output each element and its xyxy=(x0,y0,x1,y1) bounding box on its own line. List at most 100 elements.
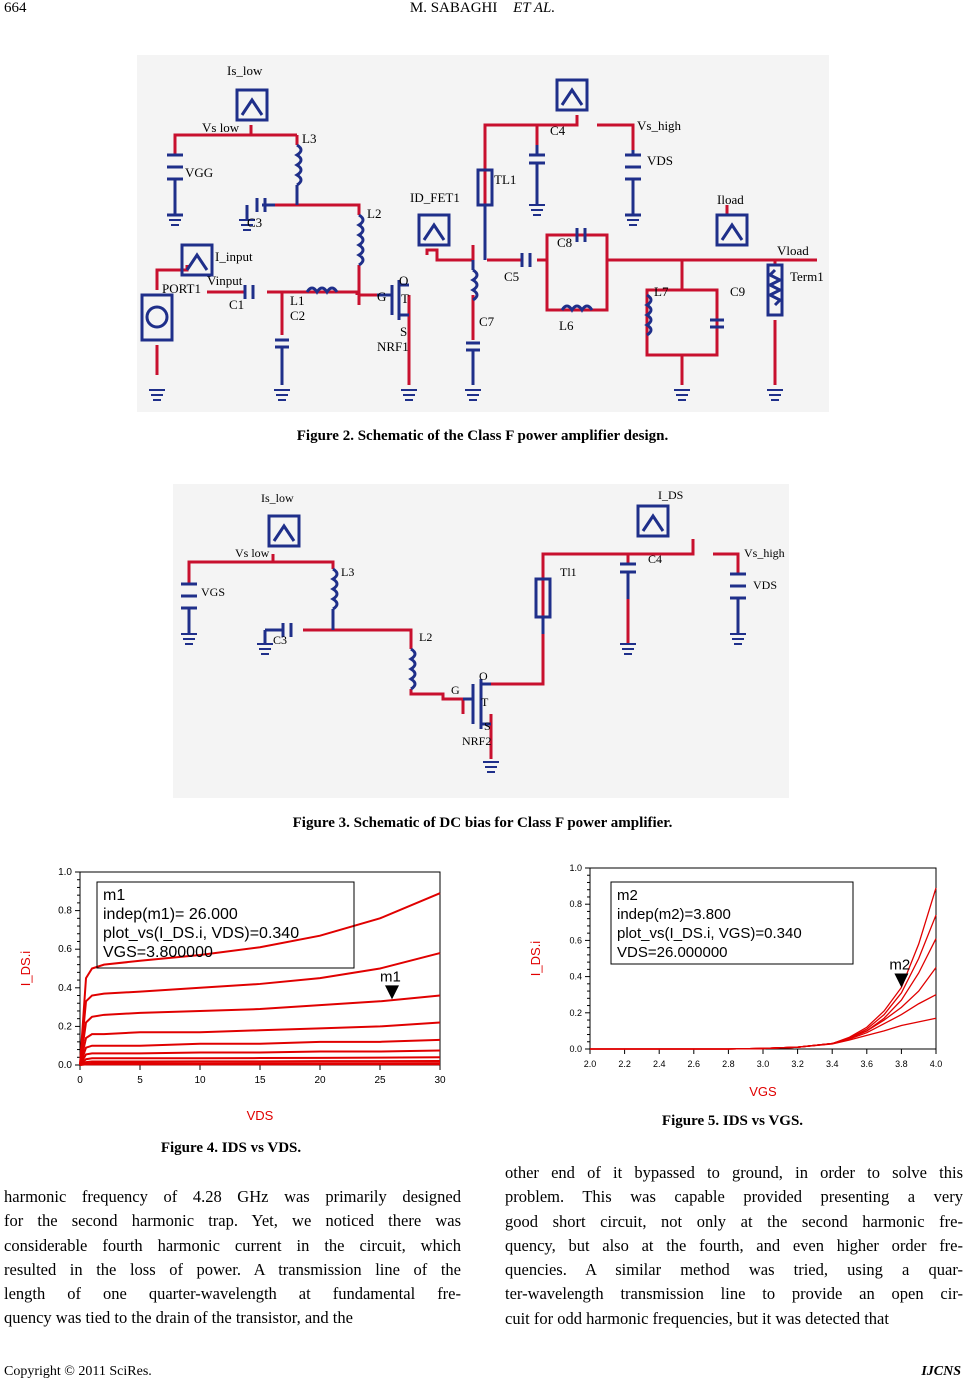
label-l6: L6 xyxy=(559,318,574,333)
label-iload: Iload xyxy=(717,192,744,207)
label-c2: C2 xyxy=(290,308,305,323)
label-port1: PORT1 xyxy=(162,281,201,296)
figure3-schematic: Is_low Vs low L3 VGS C3 L2 I_DS Tl1 C4 V… xyxy=(173,484,789,798)
y-tick-label: 0.0 xyxy=(58,1060,72,1071)
label-l2: L2 xyxy=(419,630,432,644)
figure2-caption: Figure 2. Schematic of the Class F power… xyxy=(296,428,669,444)
label-s: S xyxy=(400,324,407,339)
right-column-line: quency, but also at the fourth, and even… xyxy=(505,1235,963,1255)
marker-readout-line: plot_vs(I_DS.i, VDS)=0.340 xyxy=(103,925,299,942)
label-vds: VDS xyxy=(753,578,777,592)
marker-readout-box xyxy=(610,881,854,965)
figure3-grounds xyxy=(181,633,746,773)
label-i-ds: I_DS xyxy=(658,488,683,502)
x-tick-label: 3.4 xyxy=(826,1059,839,1069)
right-column-line: problem. This was capable provided prese… xyxy=(505,1187,963,1207)
label-nrf1: NRF1 xyxy=(377,339,409,354)
y-tick-label: 1.0 xyxy=(58,867,72,878)
marker-readout-line: m1 xyxy=(103,887,125,904)
label-o: O xyxy=(399,273,408,288)
label-c9: C9 xyxy=(730,284,745,299)
label-c3: C3 xyxy=(247,215,262,230)
series-line-7 xyxy=(79,1056,441,1066)
marker-triangle xyxy=(385,985,399,1000)
marker-triangle xyxy=(894,973,909,988)
series-line-4 xyxy=(590,967,937,1050)
label-c7: C7 xyxy=(479,314,495,329)
label-vgg: VGG xyxy=(185,165,213,180)
marker-readout-line: VGS=3.800000 xyxy=(103,944,213,961)
running-head-et-al: ET AL. xyxy=(513,0,556,16)
figure5-caption: Figure 5. IDS vs VGS. xyxy=(661,1113,804,1129)
y-tick-label: 0.4 xyxy=(569,972,582,982)
label-l7: L7 xyxy=(654,284,669,299)
label-term1: Term1 xyxy=(790,269,824,284)
y-tick-label: 0.8 xyxy=(569,899,582,909)
series-line-5 xyxy=(79,1038,441,1066)
marker-label: m1 xyxy=(380,968,401,985)
label-vload: Vload xyxy=(777,243,809,258)
label-g: G xyxy=(451,683,460,697)
label-is-low: Is_low xyxy=(261,491,294,505)
left-column-line: for the second harmonic trap. Yet, we no… xyxy=(4,1211,461,1231)
footer-journal: IJCNS xyxy=(921,1364,961,1379)
left-column-line: length of one quarter-wavelength at fund… xyxy=(4,1284,461,1304)
left-column-line: quency was tied to the drain of the tran… xyxy=(4,1308,353,1328)
right-column-line: quencies. A similar method was tried, us… xyxy=(505,1260,963,1280)
marker-label: m2 xyxy=(889,956,910,973)
left-column-line: considerable fourth harmonic current in … xyxy=(4,1235,461,1255)
marker-readout-line: indep(m1)= 26.000 xyxy=(103,906,238,923)
page-number: 664 xyxy=(4,0,27,16)
marker-readout-line: plot_vs(I_DS.i, VGS)=0.340 xyxy=(617,925,802,942)
left-column-text: harmonic frequency of 4.28 GHz was prima… xyxy=(4,1185,461,1331)
label-vs-high: Vs_high xyxy=(637,118,682,133)
label-vs-low: Vs low xyxy=(235,546,270,560)
right-column-line: other end of it bypassed to ground, in o… xyxy=(505,1163,963,1182)
label-t: T xyxy=(481,695,489,709)
figure2-grounds xyxy=(149,204,783,401)
right-column-line: ter-wavelength transmission line to prov… xyxy=(505,1284,963,1304)
x-tick-label: 30 xyxy=(434,1075,446,1086)
right-column-text: other end of it bypassed to ground, in o… xyxy=(505,1161,963,1331)
label-vs-high: Vs_high xyxy=(744,546,785,560)
series-line-4 xyxy=(79,1021,441,1066)
x-tick-label: 4.0 xyxy=(930,1059,943,1069)
label-i-input: I_input xyxy=(215,249,253,264)
label-l1: L1 xyxy=(290,293,304,308)
marker-readout-box xyxy=(96,881,355,969)
figure2-wires xyxy=(155,115,817,385)
label-c4: C4 xyxy=(648,552,662,566)
running-head: M. SABAGHI ET AL. xyxy=(0,0,965,17)
running-head-authors: M. SABAGHI xyxy=(409,0,498,16)
label-id-fet1: ID_FET1 xyxy=(410,190,460,205)
x-tick-label: 2.0 xyxy=(584,1059,597,1069)
y-tick-label: 0.2 xyxy=(569,1008,582,1018)
figure2-schematic: Is_low Vs low L3 VGG C3 L2 I_input Vinpu… xyxy=(137,55,829,412)
y-tick-label: 0.2 xyxy=(58,1021,72,1032)
label-tl1: TL1 xyxy=(494,172,516,187)
label-vgs: VGS xyxy=(201,585,225,599)
label-l3: L3 xyxy=(302,131,316,146)
x-tick-label: 10 xyxy=(194,1075,206,1086)
y-axis-label: I_DS.i xyxy=(18,951,33,987)
x-tick-label: 2.2 xyxy=(618,1059,631,1069)
left-column-line: resulted in the loss of power. A transmi… xyxy=(4,1259,461,1279)
figure3-caption: Figure 3. Schematic of DC bias for Class… xyxy=(292,815,673,831)
right-column-line: cuit for odd harmonic frequencies, but i… xyxy=(505,1308,889,1328)
y-tick-label: 0.8 xyxy=(58,906,72,917)
x-tick-label: 0 xyxy=(77,1075,83,1086)
x-tick-label: 2.4 xyxy=(653,1059,666,1069)
figure3-components xyxy=(181,504,746,729)
x-tick-label: 2.8 xyxy=(722,1059,735,1069)
y-axis-label: I_DS.i xyxy=(528,941,543,977)
y-tick-label: 0.0 xyxy=(569,1044,582,1054)
label-c3: C3 xyxy=(273,633,287,647)
y-tick-label: 0.4 xyxy=(58,983,72,994)
label-c5: C5 xyxy=(504,269,519,284)
figure4-caption: Figure 4. IDS vs VDS. xyxy=(160,1140,302,1156)
x-tick-label: 3.8 xyxy=(895,1059,908,1069)
label-c8: C8 xyxy=(557,235,572,250)
label-g: G xyxy=(377,289,386,304)
label-vinput: Vinput xyxy=(207,273,243,288)
